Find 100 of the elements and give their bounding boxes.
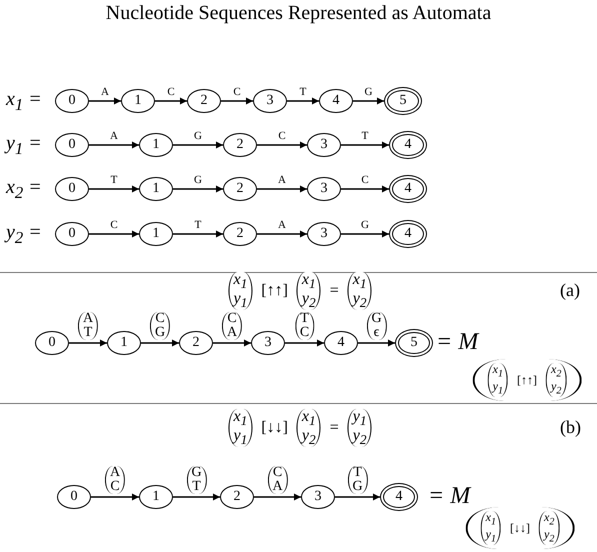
edge-label: G [364, 87, 372, 98]
transition-arrow [353, 98, 384, 104]
state-circle: 4 [324, 331, 358, 355]
edge-label: C [233, 87, 241, 98]
state-circle: 4 [319, 89, 353, 113]
edge-label: A [278, 220, 286, 231]
formula-term: x$_{1}$ [352, 272, 367, 291]
sequence-label: x$_{2}$ = [6, 177, 42, 202]
formula-term: y$_{2}$ [352, 291, 367, 310]
formula-term: y$_{2}$ [302, 428, 316, 448]
accepting-state-circle: 4 [389, 220, 427, 248]
transition-arrow [287, 98, 319, 104]
transition-arrow [69, 340, 107, 346]
edge-label: G ϵ [366, 312, 387, 340]
state-circle: 1 [139, 222, 173, 246]
transition-arrow [89, 98, 121, 104]
formula-term: x$_{2}$ [551, 363, 562, 380]
transition-arrow [335, 494, 380, 500]
edge-label: A C [104, 466, 126, 494]
transition-arrow [173, 142, 223, 148]
formula-term: x$_{2}$ [544, 511, 554, 528]
formula-term: = [330, 420, 339, 436]
edge-label: C A [222, 312, 242, 340]
edge-label: A T [78, 312, 98, 340]
accepting-state-circle: 4 [389, 175, 427, 203]
edge-label: C A [267, 466, 288, 494]
formula-term: y$_{2}$ [302, 291, 316, 310]
state-circle: 2 [223, 222, 257, 246]
transition-arrow [173, 186, 223, 192]
transition-arrow [221, 98, 253, 104]
state-circle: 0 [55, 222, 89, 246]
accepting-state-circle: 4 [380, 483, 418, 511]
panel-label: (b) [560, 418, 581, 437]
transition-arrow [341, 230, 389, 238]
formula-term: x$_{1}$ [486, 511, 496, 528]
state-circle: 1 [121, 89, 155, 113]
formula-term: y$_{1}$ [352, 408, 367, 428]
transition-arrow [173, 494, 220, 500]
formula-term: = [330, 282, 339, 300]
formula-term: x$_{1}$ [302, 408, 316, 428]
edge-label: G [194, 131, 202, 142]
edge-label: C G [150, 312, 170, 340]
formula-term: x$_{1}$ [233, 408, 248, 428]
state-circle: 0 [55, 89, 89, 113]
edge-label: G T [186, 466, 207, 494]
formula-term: [↑↑] [261, 282, 288, 300]
transition-arrow [285, 340, 324, 346]
edge-label: C [361, 175, 369, 186]
transition-arrow [91, 494, 139, 500]
edge-label: G [361, 220, 369, 231]
edge-label: A [110, 131, 118, 142]
state-circle: 2 [187, 89, 221, 113]
edge-label: A [278, 175, 286, 186]
state-circle: 2 [220, 485, 254, 509]
transition-arrow [341, 142, 389, 148]
state-circle: 3 [301, 485, 335, 509]
accepting-state-circle: 5 [384, 87, 422, 115]
state-circle: 3 [307, 133, 341, 157]
state-circle: 0 [55, 177, 89, 201]
formula-term: x$_{1}$ [492, 363, 503, 380]
state-circle: 1 [139, 485, 173, 509]
formula-term: y$_{2}$ [544, 528, 554, 545]
formula-term: y$_{1}$ [233, 428, 248, 448]
formula-term: [↑↑] [517, 374, 537, 386]
sequence-label: y$_{1}$ = [6, 133, 42, 158]
state-circle: 1 [107, 331, 141, 355]
formula-term: y$_{1}$ [486, 528, 496, 545]
formula-term: y$_{2}$ [352, 428, 367, 448]
diagram-title: Nucleotide Sequences Represented as Automata [104, 2, 492, 25]
state-circle: 2 [179, 331, 213, 355]
formula-term: y$_{1}$ [233, 291, 248, 310]
transition-arrow [89, 142, 139, 148]
edge-label: T [194, 220, 202, 231]
formula-term: [↓↓] [261, 420, 288, 436]
transition-arrow [254, 494, 301, 500]
formula-term: y$_{2}$ [551, 380, 562, 397]
transition-arrow [155, 98, 187, 104]
state-circle: 2 [223, 133, 257, 157]
state-circle: 0 [35, 331, 69, 355]
accepting-state-circle: 4 [389, 131, 427, 159]
edge-label: C [167, 87, 175, 98]
edge-label: T [300, 87, 306, 98]
edge-label: C [278, 131, 286, 142]
transition-arrow [89, 186, 139, 192]
formula-term: [↓↓] [510, 522, 530, 534]
state-circle: 2 [223, 177, 257, 201]
transition-arrow [89, 230, 139, 238]
edge-label: A [101, 87, 109, 98]
transition-arrow [257, 186, 307, 192]
formula-term: x$_{1}$ [233, 272, 248, 291]
transition-arrow [213, 340, 251, 346]
transition-arrow [257, 230, 307, 238]
transition-arrow [358, 340, 395, 346]
formula-term: x$_{1}$ [302, 272, 316, 291]
transition-arrow [141, 340, 179, 346]
panel-label: (a) [560, 281, 580, 300]
edge-label: T [362, 131, 368, 142]
accepting-state-circle: 5 [395, 329, 433, 357]
edge-label: T [110, 175, 118, 186]
state-circle: 0 [55, 133, 89, 157]
